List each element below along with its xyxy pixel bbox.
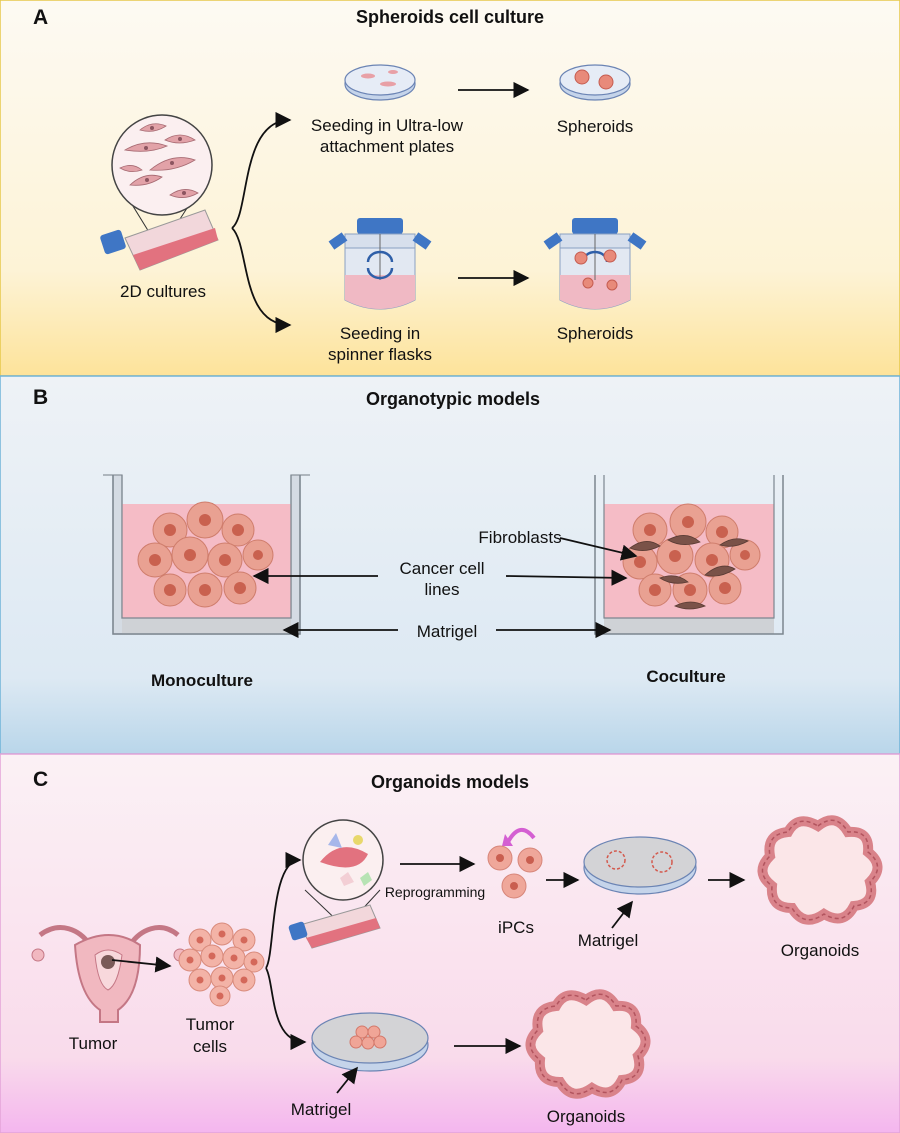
label-reprogramming: Reprogramming bbox=[384, 884, 486, 900]
label-ipcs: iPCs bbox=[498, 918, 534, 937]
label-ultra-low-line1: Seeding in Ultra-low bbox=[310, 116, 464, 135]
reprogramming-flask-icon bbox=[288, 819, 384, 949]
label-matrigel-top: Matrigel bbox=[577, 931, 639, 950]
label-spinner-line1: Seeding in bbox=[339, 324, 421, 343]
label-matrigel-bottom: Matrigel bbox=[290, 1100, 352, 1119]
spinner-flask-icon bbox=[328, 218, 432, 310]
branch-arrow-lower bbox=[231, 227, 292, 334]
arrow-fibroblasts bbox=[559, 537, 638, 561]
arrow-matrigel-top bbox=[611, 900, 633, 929]
label-matrigel-b: Matrigel bbox=[416, 622, 478, 641]
label-spinner-line2: spinner flasks bbox=[328, 345, 432, 364]
panel-c-background bbox=[0, 753, 900, 1133]
label-tumor-cells-line1: Tumor bbox=[185, 1015, 235, 1034]
panel-c-letter: C bbox=[33, 768, 49, 791]
spinner-spheroid-icon bbox=[543, 218, 647, 310]
panel-a-letter: A bbox=[33, 6, 49, 29]
label-tumor-cells-line2: cells bbox=[192, 1037, 227, 1056]
branch-arrow-c-upper bbox=[265, 851, 302, 969]
label-ultra-low-line2: attachment plates bbox=[319, 137, 455, 156]
panel-b-letter: B bbox=[33, 386, 49, 409]
panel-b-title: Organotypic models bbox=[365, 389, 541, 409]
label-cancer-line1: Cancer cell bbox=[399, 559, 485, 578]
spheroid-plate-icon bbox=[559, 64, 631, 101]
branch-arrow-upper bbox=[231, 111, 292, 229]
arrow-tumor-to-cells bbox=[111, 956, 172, 973]
label-cancer-line2: lines bbox=[424, 580, 460, 599]
label-fibroblasts: Fibroblasts bbox=[478, 528, 562, 547]
label-spheroids-bottom: Spheroids bbox=[556, 324, 634, 343]
label-coculture: Coculture bbox=[646, 667, 726, 686]
panel-c-title: Organoids models bbox=[370, 772, 530, 792]
label-2d-cultures: 2D cultures bbox=[120, 282, 206, 301]
matrigel-plate-top-icon bbox=[583, 836, 697, 895]
panel-a-title: Spheroids cell culture bbox=[355, 7, 545, 27]
matrigel-plate-bottom-icon bbox=[311, 1012, 429, 1072]
monoculture-insert-icon bbox=[103, 474, 310, 635]
label-organoids-top: Organoids bbox=[780, 941, 860, 960]
coculture-insert-icon bbox=[594, 475, 784, 635]
culture-flask-icon bbox=[100, 209, 219, 271]
label-organoids-bottom: Organoids bbox=[546, 1107, 626, 1126]
label-monoculture: Monoculture bbox=[151, 671, 253, 690]
label-tumor: Tumor bbox=[68, 1034, 118, 1053]
uterus-tumor-icon bbox=[31, 925, 187, 1023]
branch-arrow-c-lower bbox=[265, 967, 307, 1051]
arrow-cancer-right bbox=[505, 569, 628, 586]
ultra-low-plate-icon bbox=[344, 64, 416, 101]
label-spheroids-top: Spheroids bbox=[556, 117, 634, 136]
arrow-matrigel-bottom bbox=[336, 1066, 359, 1094]
tumor-cells-icon bbox=[178, 922, 265, 1007]
organoid-top-icon bbox=[757, 815, 883, 925]
ipcs-icon bbox=[487, 828, 543, 899]
organoid-bottom-icon bbox=[525, 989, 651, 1099]
